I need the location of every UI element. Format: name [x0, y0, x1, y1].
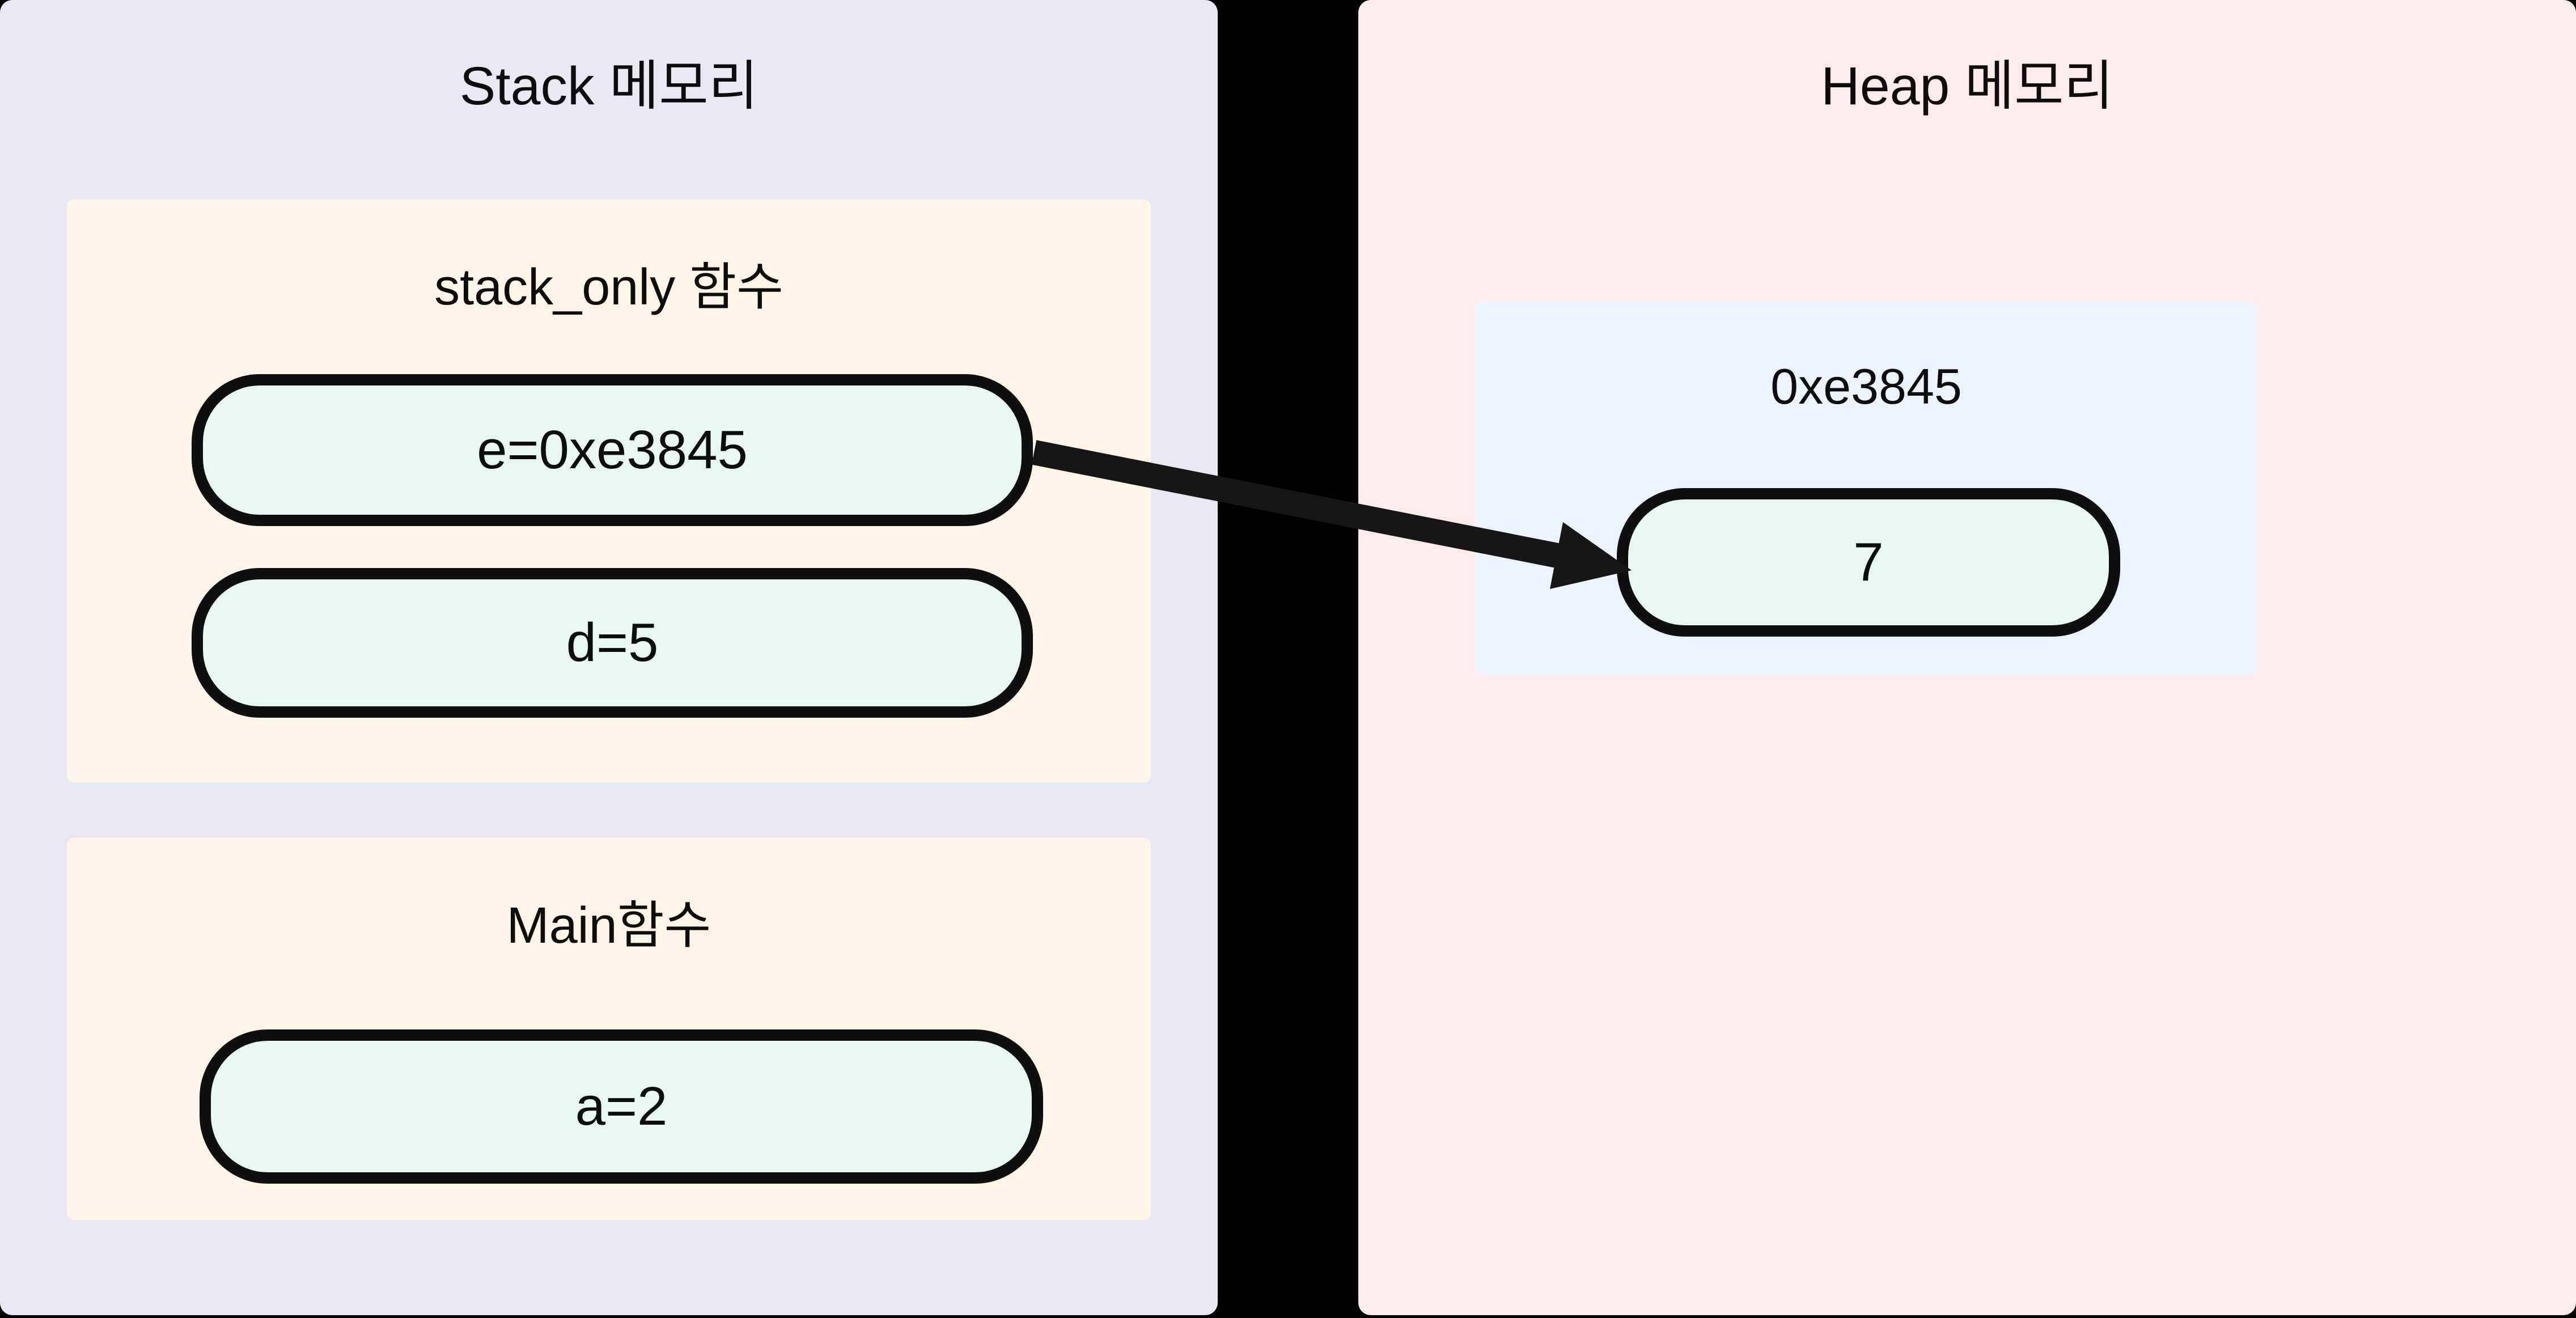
heap-memory-panel: Heap 메모리 0xe3845 7 — [1358, 0, 2576, 1315]
heap-block-0xe3845: 0xe3845 7 — [1475, 301, 2257, 675]
variable-cell-a: a=2 — [200, 1029, 1043, 1184]
stack-frame-title: Main함수 — [506, 897, 711, 954]
variable-cell-e: e=0xe3845 — [192, 374, 1033, 526]
stack-frame-main: Main함수 a=2 — [67, 838, 1151, 1220]
heap-panel-title: Heap 메모리 — [1821, 56, 2113, 116]
stack-frame-title: stack_only 함수 — [434, 259, 783, 316]
stack-panel-title: Stack 메모리 — [459, 56, 759, 116]
variable-cell-d: d=5 — [192, 568, 1033, 718]
stack-memory-panel: Stack 메모리 stack_only 함수 e=0xe3845 d=5 Ma… — [0, 0, 1218, 1315]
heap-block-address: 0xe3845 — [1770, 358, 1962, 414]
heap-value-cell: 7 — [1617, 488, 2120, 637]
stack-frame-stack-only: stack_only 함수 e=0xe3845 d=5 — [67, 200, 1151, 782]
